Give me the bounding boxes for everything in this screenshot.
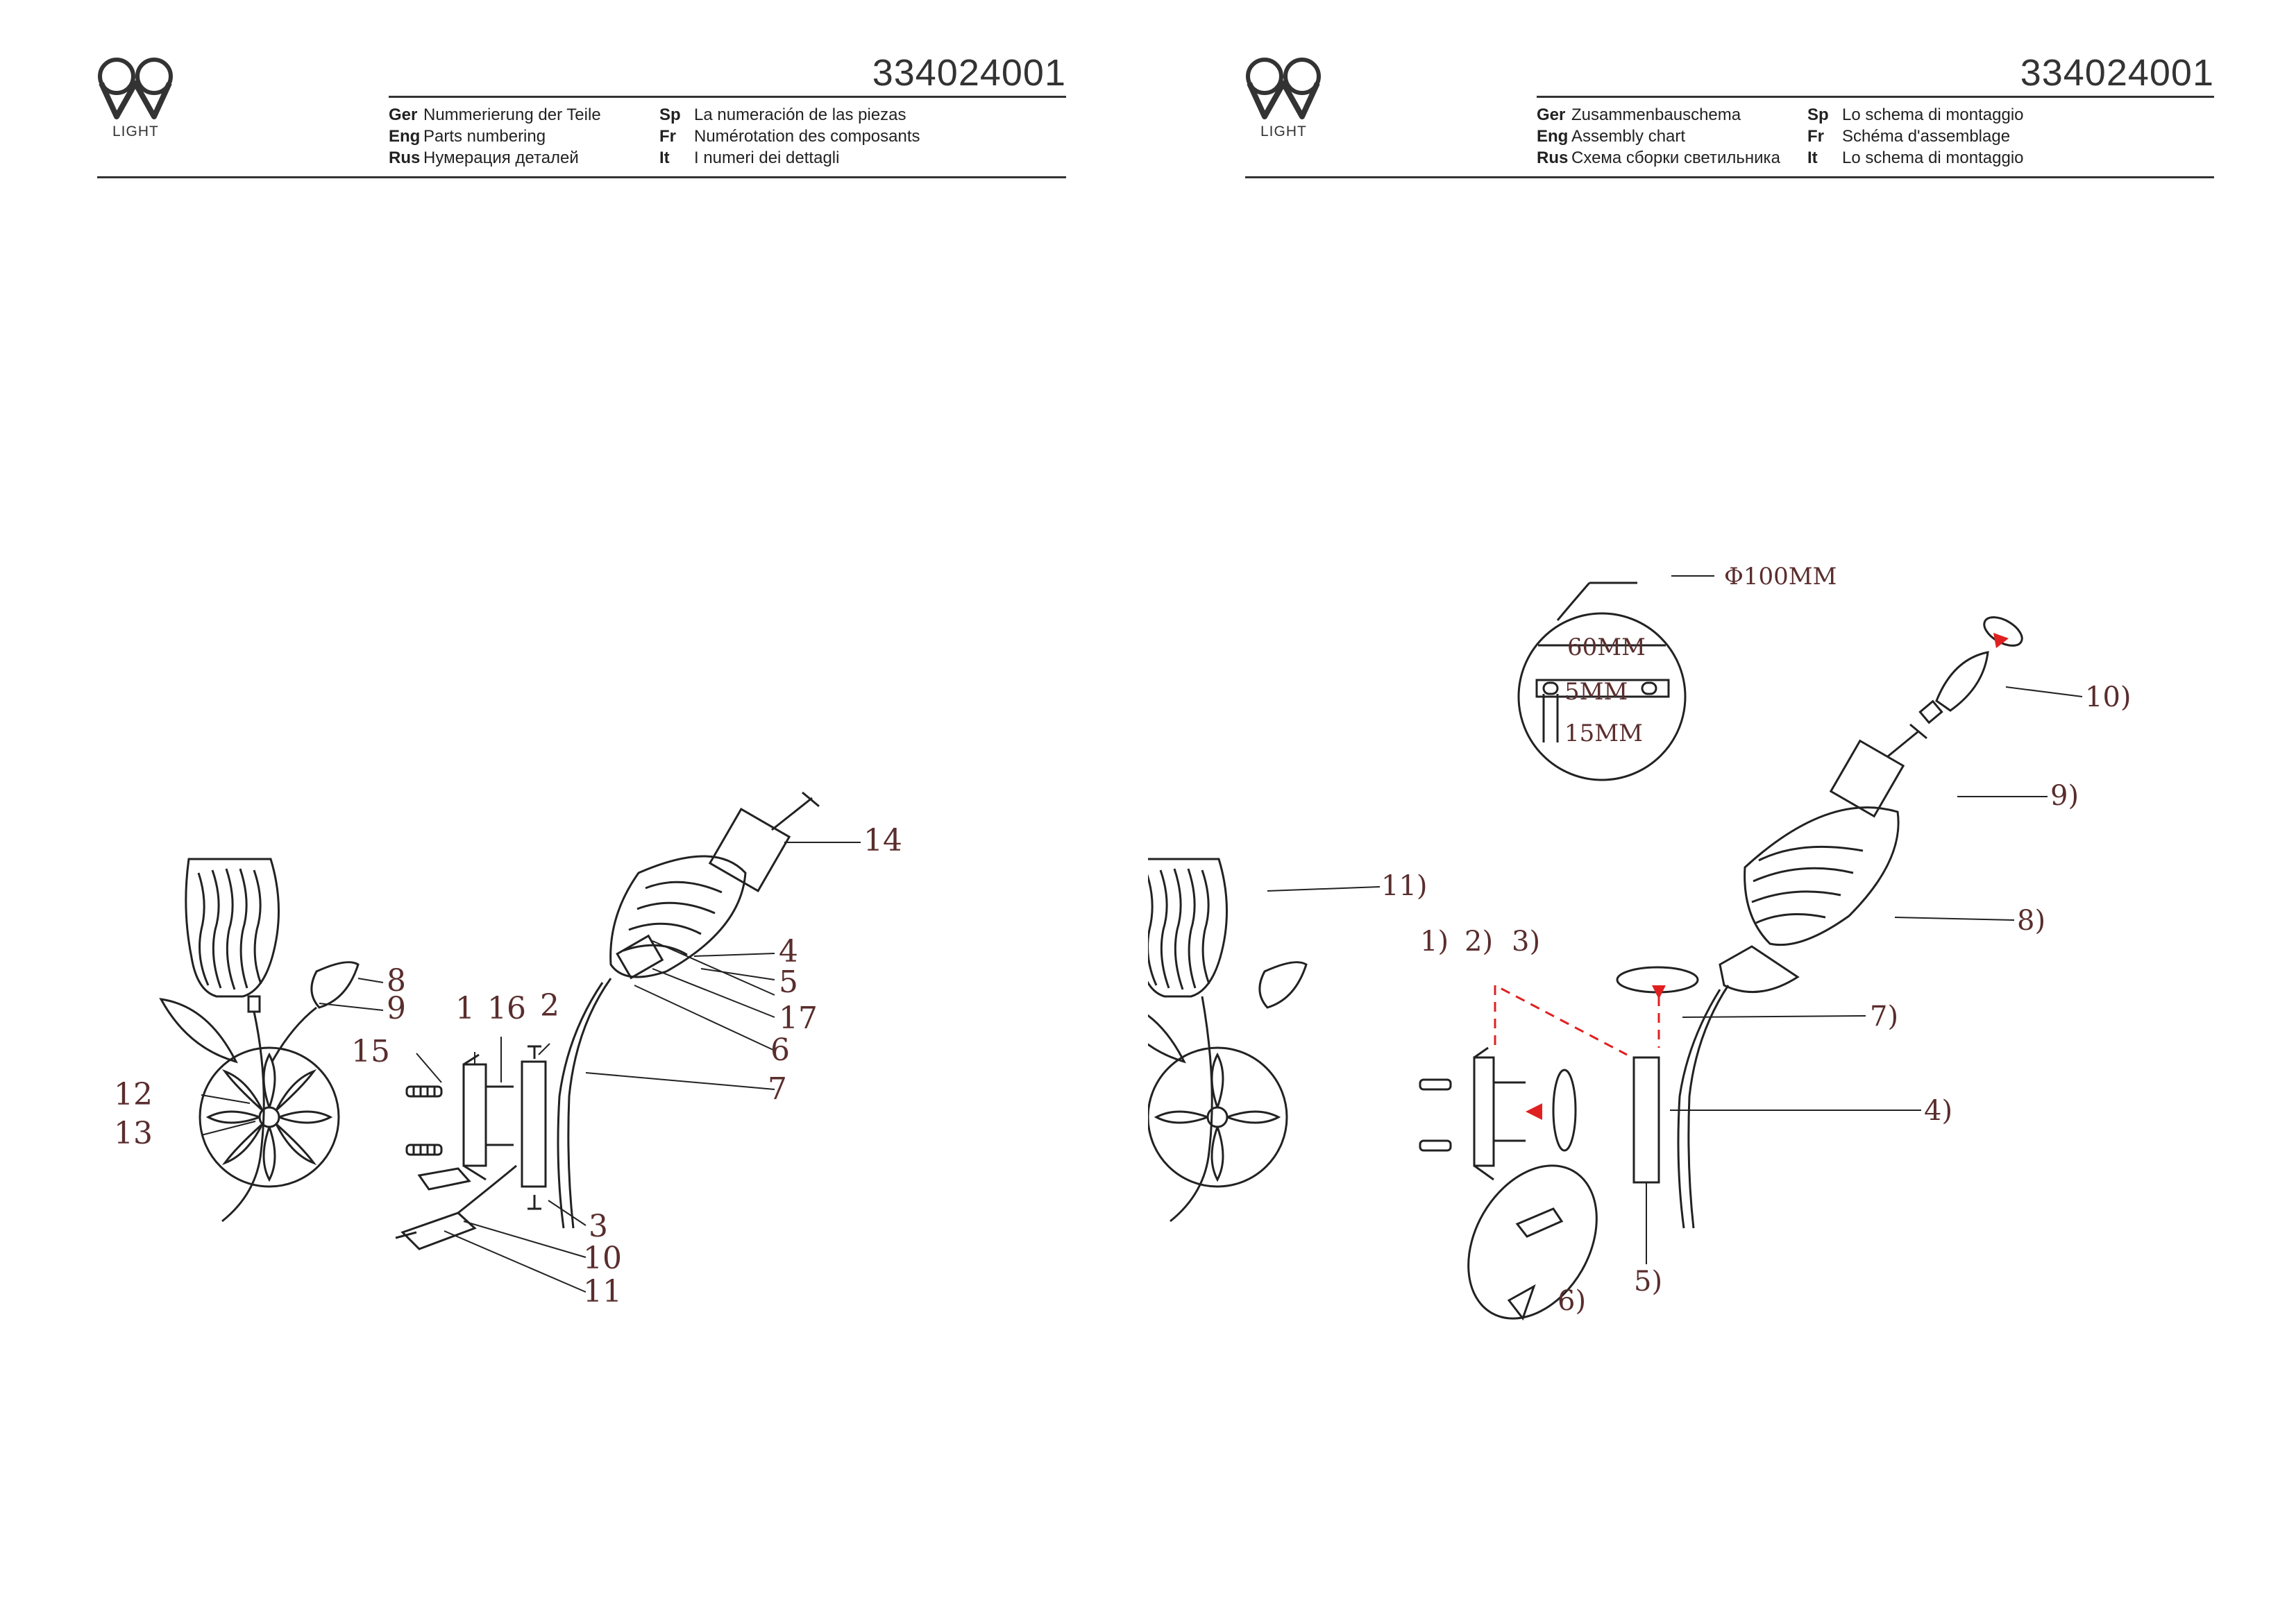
terminal-block-drawing [395, 1164, 517, 1250]
lamp-arm-drawing [557, 855, 747, 1229]
arrow-icon [1993, 633, 2009, 648]
bulb-drawing [1918, 616, 2023, 724]
callout-3: 3) [1512, 926, 1540, 958]
header-rule [1537, 96, 2214, 98]
canopy-drawing [1632, 1056, 1660, 1184]
reference-lamp-drawing [1148, 858, 1308, 1223]
bracket-drawing [462, 1053, 487, 1181]
callout-11: 11) [1381, 870, 1428, 902]
document-number: 334024001 [872, 52, 1066, 94]
plugs-bracket-drawing [1419, 1046, 1526, 1181]
callout-15: 15 [351, 1034, 390, 1069]
callout-1: 1) [1420, 926, 1449, 958]
leaf-drawing [159, 998, 238, 1064]
callout-11: 11 [583, 1274, 622, 1309]
callout-6: 6) [1558, 1285, 1586, 1317]
wall-plugs-drawing [405, 1085, 443, 1156]
callout-12: 12 [114, 1077, 153, 1112]
assembly-diagram: Φ100MM 60MM 5MM 15MM 11) 10) 9) 8) 1) 2)… [1148, 563, 2132, 1321]
callout-10: 10 [583, 1241, 622, 1276]
arm-drawing [1677, 985, 1730, 1229]
mw-logo-icon [98, 58, 173, 119]
screw-drawing [486, 1085, 514, 1146]
socket-drawing [1829, 739, 1905, 818]
bulb-holder-drawing [708, 791, 820, 893]
callout-10: 10) [2085, 681, 2132, 713]
header-rule [389, 96, 1066, 98]
callout-8: 8) [2017, 905, 2045, 937]
callout-13: 13 [114, 1116, 153, 1151]
callout-2: 2 [540, 988, 559, 1023]
rotate-arrow-icon [1552, 1069, 1577, 1152]
callout-5: 5 [779, 965, 798, 1000]
callout-16: 16 [487, 991, 526, 1026]
shade-drawing [1744, 806, 1900, 946]
holder-cup-drawing [1719, 945, 1800, 994]
arrow-icon [1652, 985, 1666, 999]
dimension-slot: 5MM [1564, 678, 1628, 706]
hole-detail-drawing [1517, 581, 1687, 781]
callout-2: 2) [1464, 926, 1493, 958]
callout-9: 9) [2050, 780, 2079, 812]
document-number: 334024001 [2020, 52, 2214, 94]
leaf-small-drawing [310, 961, 360, 1009]
callout-7: 7 [768, 1071, 787, 1107]
header-rule-bottom [97, 176, 1066, 178]
header-rule-bottom [1245, 176, 2214, 178]
logo-text: LIGHT [112, 124, 159, 139]
callout-8: 8 [387, 963, 406, 999]
dimension-diameter: Φ100MM [1724, 563, 1837, 590]
canopy-drawing [521, 1060, 547, 1188]
flower-plate-drawing [199, 1046, 340, 1188]
callout-3: 3 [589, 1209, 608, 1244]
dimension-depth: 15MM [1564, 720, 1643, 747]
wiring-detail-drawing [1467, 1164, 1598, 1321]
parts-diagram: 8 9 1 16 2 15 12 13 14 4 5 17 6 7 3 10 1… [114, 791, 902, 1309]
callout-14: 14 [863, 823, 902, 858]
callout-9: 9 [387, 991, 406, 1026]
mw-logo-icon [1246, 58, 1321, 119]
logo-text: LIGHT [1260, 124, 1307, 139]
callout-4: 4 [779, 934, 798, 969]
dimension-spacing: 60MM [1567, 634, 1646, 661]
callout-17: 17 [779, 1001, 818, 1036]
callout-7: 7) [1870, 1001, 1898, 1033]
callout-6: 6 [770, 1033, 790, 1068]
arrow-icon [1526, 1103, 1542, 1120]
callout-4: 4) [1924, 1095, 1952, 1127]
glass-shade-drawing [185, 858, 280, 1013]
stem-drawing [221, 1011, 265, 1223]
callout-5: 5) [1634, 1266, 1662, 1298]
callout-1: 1 [455, 991, 475, 1026]
